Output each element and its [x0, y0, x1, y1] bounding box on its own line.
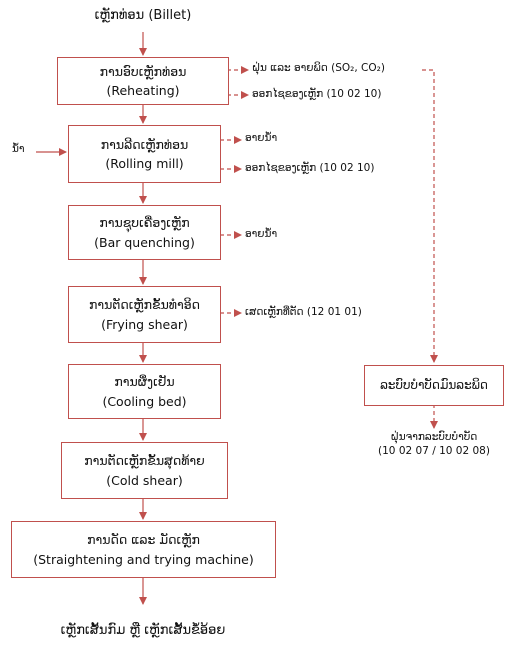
emission-reheat-dust: ຝຸ່ນ ແລະ ອາຍພິດ (SO₂, CO₂)	[252, 62, 385, 74]
step-reheating-en: (Reheating)	[106, 83, 180, 98]
step-reheating-lao: ການອົບເຫຼັກທ່ອນ	[99, 63, 187, 79]
emission-rolling-steam: ອາຍນ້ຳ	[245, 132, 278, 144]
step-bar-quenching-lao: ການຊຸບເຄື່ອງເຫຼັກ	[99, 215, 190, 231]
treatment-result-line2: (10 02 07 / 10 02 08)	[378, 445, 490, 457]
emission-shear-scrap: ເສດເຫຼັກທີ່ຕັດ (12 01 01)	[245, 306, 362, 318]
step-straightening-lao: ການດັດ ແລະ ມັດເຫຼັກ	[87, 532, 200, 548]
emission-quench-steam: ອາຍນ້ຳ	[245, 228, 278, 240]
step-bar-quenching: ການຊຸບເຄື່ອງເຫຼັກ (Bar quenching)	[68, 205, 221, 260]
step-frying-shear-en: (Frying shear)	[101, 316, 188, 332]
step-bar-quenching-en: (Bar quenching)	[94, 234, 195, 250]
step-cold-shear: ການຕັດເຫຼັກຂັ້ນສຸດທ້າຍ (Cold shear)	[61, 442, 228, 499]
step-cooling-bed-lao: ການຜຶ່ງເຢັນ	[114, 374, 175, 390]
step-cold-shear-lao: ການຕັດເຫຼັກຂັ້ນສຸດທ້າຍ	[84, 453, 205, 469]
step-frying-shear: ການຕັດເຫຼັກຂັ້ນທຳອິດ (Frying shear)	[68, 286, 221, 343]
step-cooling-bed-en: (Cooling bed)	[102, 393, 187, 409]
arrow-to-treatment	[422, 69, 438, 363]
treatment-system-box: ລະບົບບຳບັດມົນລະພິດ	[364, 365, 504, 406]
step-rolling-mill-lao: ການລີດເຫຼັກທ່ອນ	[100, 136, 189, 152]
step-cold-shear-en: (Cold shear)	[106, 472, 183, 488]
step-frying-shear-lao: ການຕັດເຫຼັກຂັ້ນທຳອິດ	[88, 297, 201, 313]
step-rolling-mill-en: (Rolling mill)	[105, 156, 184, 171]
step-rolling-mill: ການລີດເຫຼັກທ່ອນ (Rolling mill)	[68, 125, 221, 183]
step-straightening: ການດັດ ແລະ ມັດເຫຼັກ (Straightening and t…	[11, 521, 276, 578]
output-label: ເຫຼັກເສັ້ນກົມ ຫຼື ເຫຼັກເສັ້ນຂໍ້ອ້ອຍ	[60, 623, 226, 638]
step-cooling-bed: ການຜຶ່ງເຢັນ (Cooling bed)	[68, 364, 221, 419]
step-straightening-en: (Straightening and trying machine)	[33, 551, 254, 567]
emission-reheat-scale: ອອກໄຊຂອງເຫຼັກ (10 02 10)	[252, 88, 382, 100]
treatment-result-line1: ຝຸ່ນຈາກລະບົບບຳບັດ	[390, 431, 478, 443]
step-reheating: ການອົບເຫຼັກທ່ອນ (Reheating)	[57, 57, 229, 105]
input-label: ເຫຼັກທ່ອນ (Billet)	[94, 8, 192, 23]
treatment-system-label: ລະບົບບຳບັດມົນລະພິດ	[380, 378, 488, 393]
emission-rolling-scale: ອອກໄຊຂອງເຫຼັກ (10 02 10)	[245, 162, 375, 174]
water-label: ນ້ຳ	[12, 143, 25, 155]
